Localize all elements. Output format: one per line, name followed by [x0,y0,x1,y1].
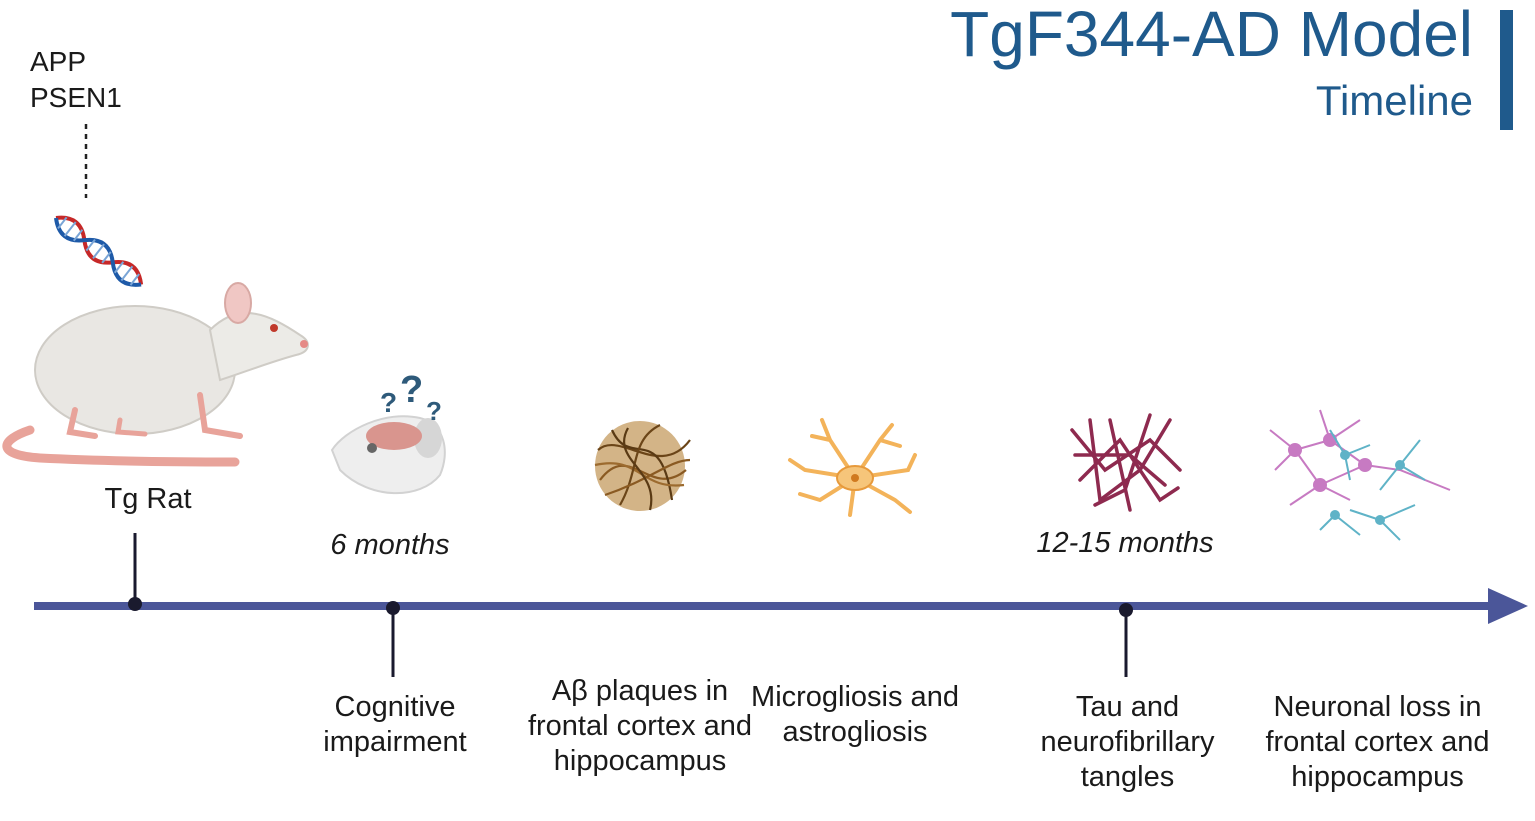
tick-dot-12-15-months [1119,603,1133,617]
event-tau-tangles: Tau and neurofibrillary tangles [1040,691,1215,793]
event-abeta-plaques: Aβ plaques in frontal cortex and hippoca… [527,675,753,777]
event-neuronal-loss: Neuronal loss in frontal cortex and hipp… [1265,691,1490,793]
svg-text:?: ? [426,396,442,426]
event-cognitive-impairment: Cognitive impairment [323,691,467,758]
diagram-subtitle: Timeline [1315,77,1473,124]
title-accent-bar [1500,10,1513,130]
svg-text:?: ? [380,387,397,418]
gene-label-psen1: PSEN1 [30,82,122,113]
rat-icon [2,282,309,467]
neuron-network-icon [1269,409,1451,541]
gene-label-app: APP [30,46,87,77]
confused-mouse-icon: ? ? ? [330,369,446,495]
subject-label: Tg Rat [104,483,192,515]
diagram-title: TgF344-AD Model [950,0,1473,70]
tick-dot-tg-rat [128,597,142,611]
timeline-arrowhead [1488,588,1528,624]
tau-tangle-icon [1070,413,1182,512]
time-label-12-15-months: 12-15 months [1036,527,1214,559]
dna-icon [54,215,144,287]
amyloid-plaque-icon [594,421,691,511]
astrocyte-icon [788,418,917,517]
tick-dot-6-months [386,601,400,615]
time-label-6-months: 6 months [330,529,450,561]
svg-text:?: ? [400,369,423,411]
event-gliosis: Microgliosis and astrogliosis [751,681,959,748]
